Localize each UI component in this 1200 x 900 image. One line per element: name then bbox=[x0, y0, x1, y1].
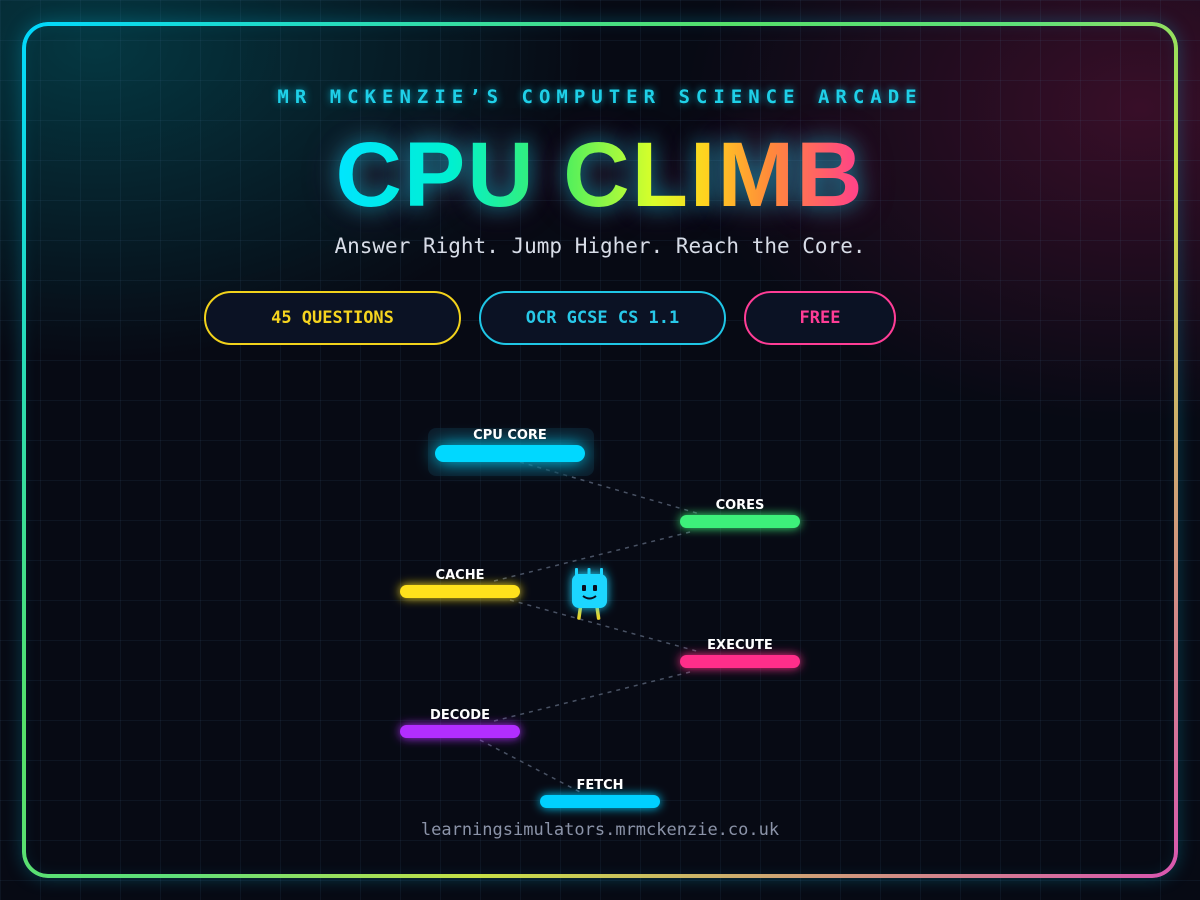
questions-badge: 45 QUESTIONS bbox=[204, 291, 461, 345]
platform-bar bbox=[400, 585, 520, 598]
robot-eye-left bbox=[582, 585, 586, 591]
price-badge-label: FREE bbox=[799, 308, 841, 328]
platform-bar bbox=[680, 515, 800, 528]
platform-cores: CORES bbox=[680, 498, 800, 528]
robot-eye-right bbox=[593, 585, 597, 591]
platforms: CPU CORE CORES CACHE EXECUTE DECODE FETCH bbox=[400, 428, 800, 808]
arcade-name: MR MCKENZIE’S COMPUTER SCIENCE ARCADE bbox=[277, 86, 923, 108]
robot-body bbox=[572, 574, 607, 608]
platform-fetch: FETCH bbox=[540, 778, 660, 808]
game-title: CPU CLIMB bbox=[0, 120, 1200, 230]
path-segment bbox=[519, 461, 701, 515]
platform-label: DECODE bbox=[430, 708, 490, 723]
path-segment bbox=[489, 671, 691, 723]
platform-label: CORES bbox=[716, 498, 765, 513]
path-segment bbox=[479, 739, 581, 793]
questions-badge-label: 45 QUESTIONS bbox=[271, 308, 394, 328]
game-title-glow: CPU CLIMB bbox=[0, 120, 1200, 230]
platform-label: EXECUTE bbox=[707, 638, 773, 653]
spec-badge: OCR GCSE CS 1.1 bbox=[479, 291, 726, 345]
cpu-chip-robot-icon[interactable] bbox=[572, 568, 607, 620]
tagline: Answer Right. Jump Higher. Reach the Cor… bbox=[334, 234, 866, 258]
platform-bar bbox=[400, 725, 520, 738]
platform-decode: DECODE bbox=[400, 708, 520, 738]
platform-execute: EXECUTE bbox=[680, 638, 800, 668]
neon-frame bbox=[22, 22, 1178, 878]
spec-badge-label: OCR GCSE CS 1.1 bbox=[525, 308, 680, 328]
platform-label: CPU CORE bbox=[473, 428, 547, 443]
platform-bar bbox=[435, 445, 585, 462]
platform-bar bbox=[680, 655, 800, 668]
platform-bar bbox=[540, 795, 660, 808]
climb-path bbox=[479, 461, 701, 793]
platform-cpu-core: CPU CORE bbox=[435, 428, 585, 462]
footer-url[interactable]: learningsimulators.mrmckenzie.co.uk bbox=[420, 820, 780, 840]
robot-smile bbox=[582, 595, 597, 600]
path-segment bbox=[489, 531, 691, 583]
platform-label: CACHE bbox=[436, 568, 485, 583]
price-badge: FREE bbox=[744, 291, 896, 345]
platform-cache: CACHE bbox=[400, 568, 520, 598]
platform-label: FETCH bbox=[576, 778, 623, 793]
path-segment bbox=[509, 599, 701, 653]
